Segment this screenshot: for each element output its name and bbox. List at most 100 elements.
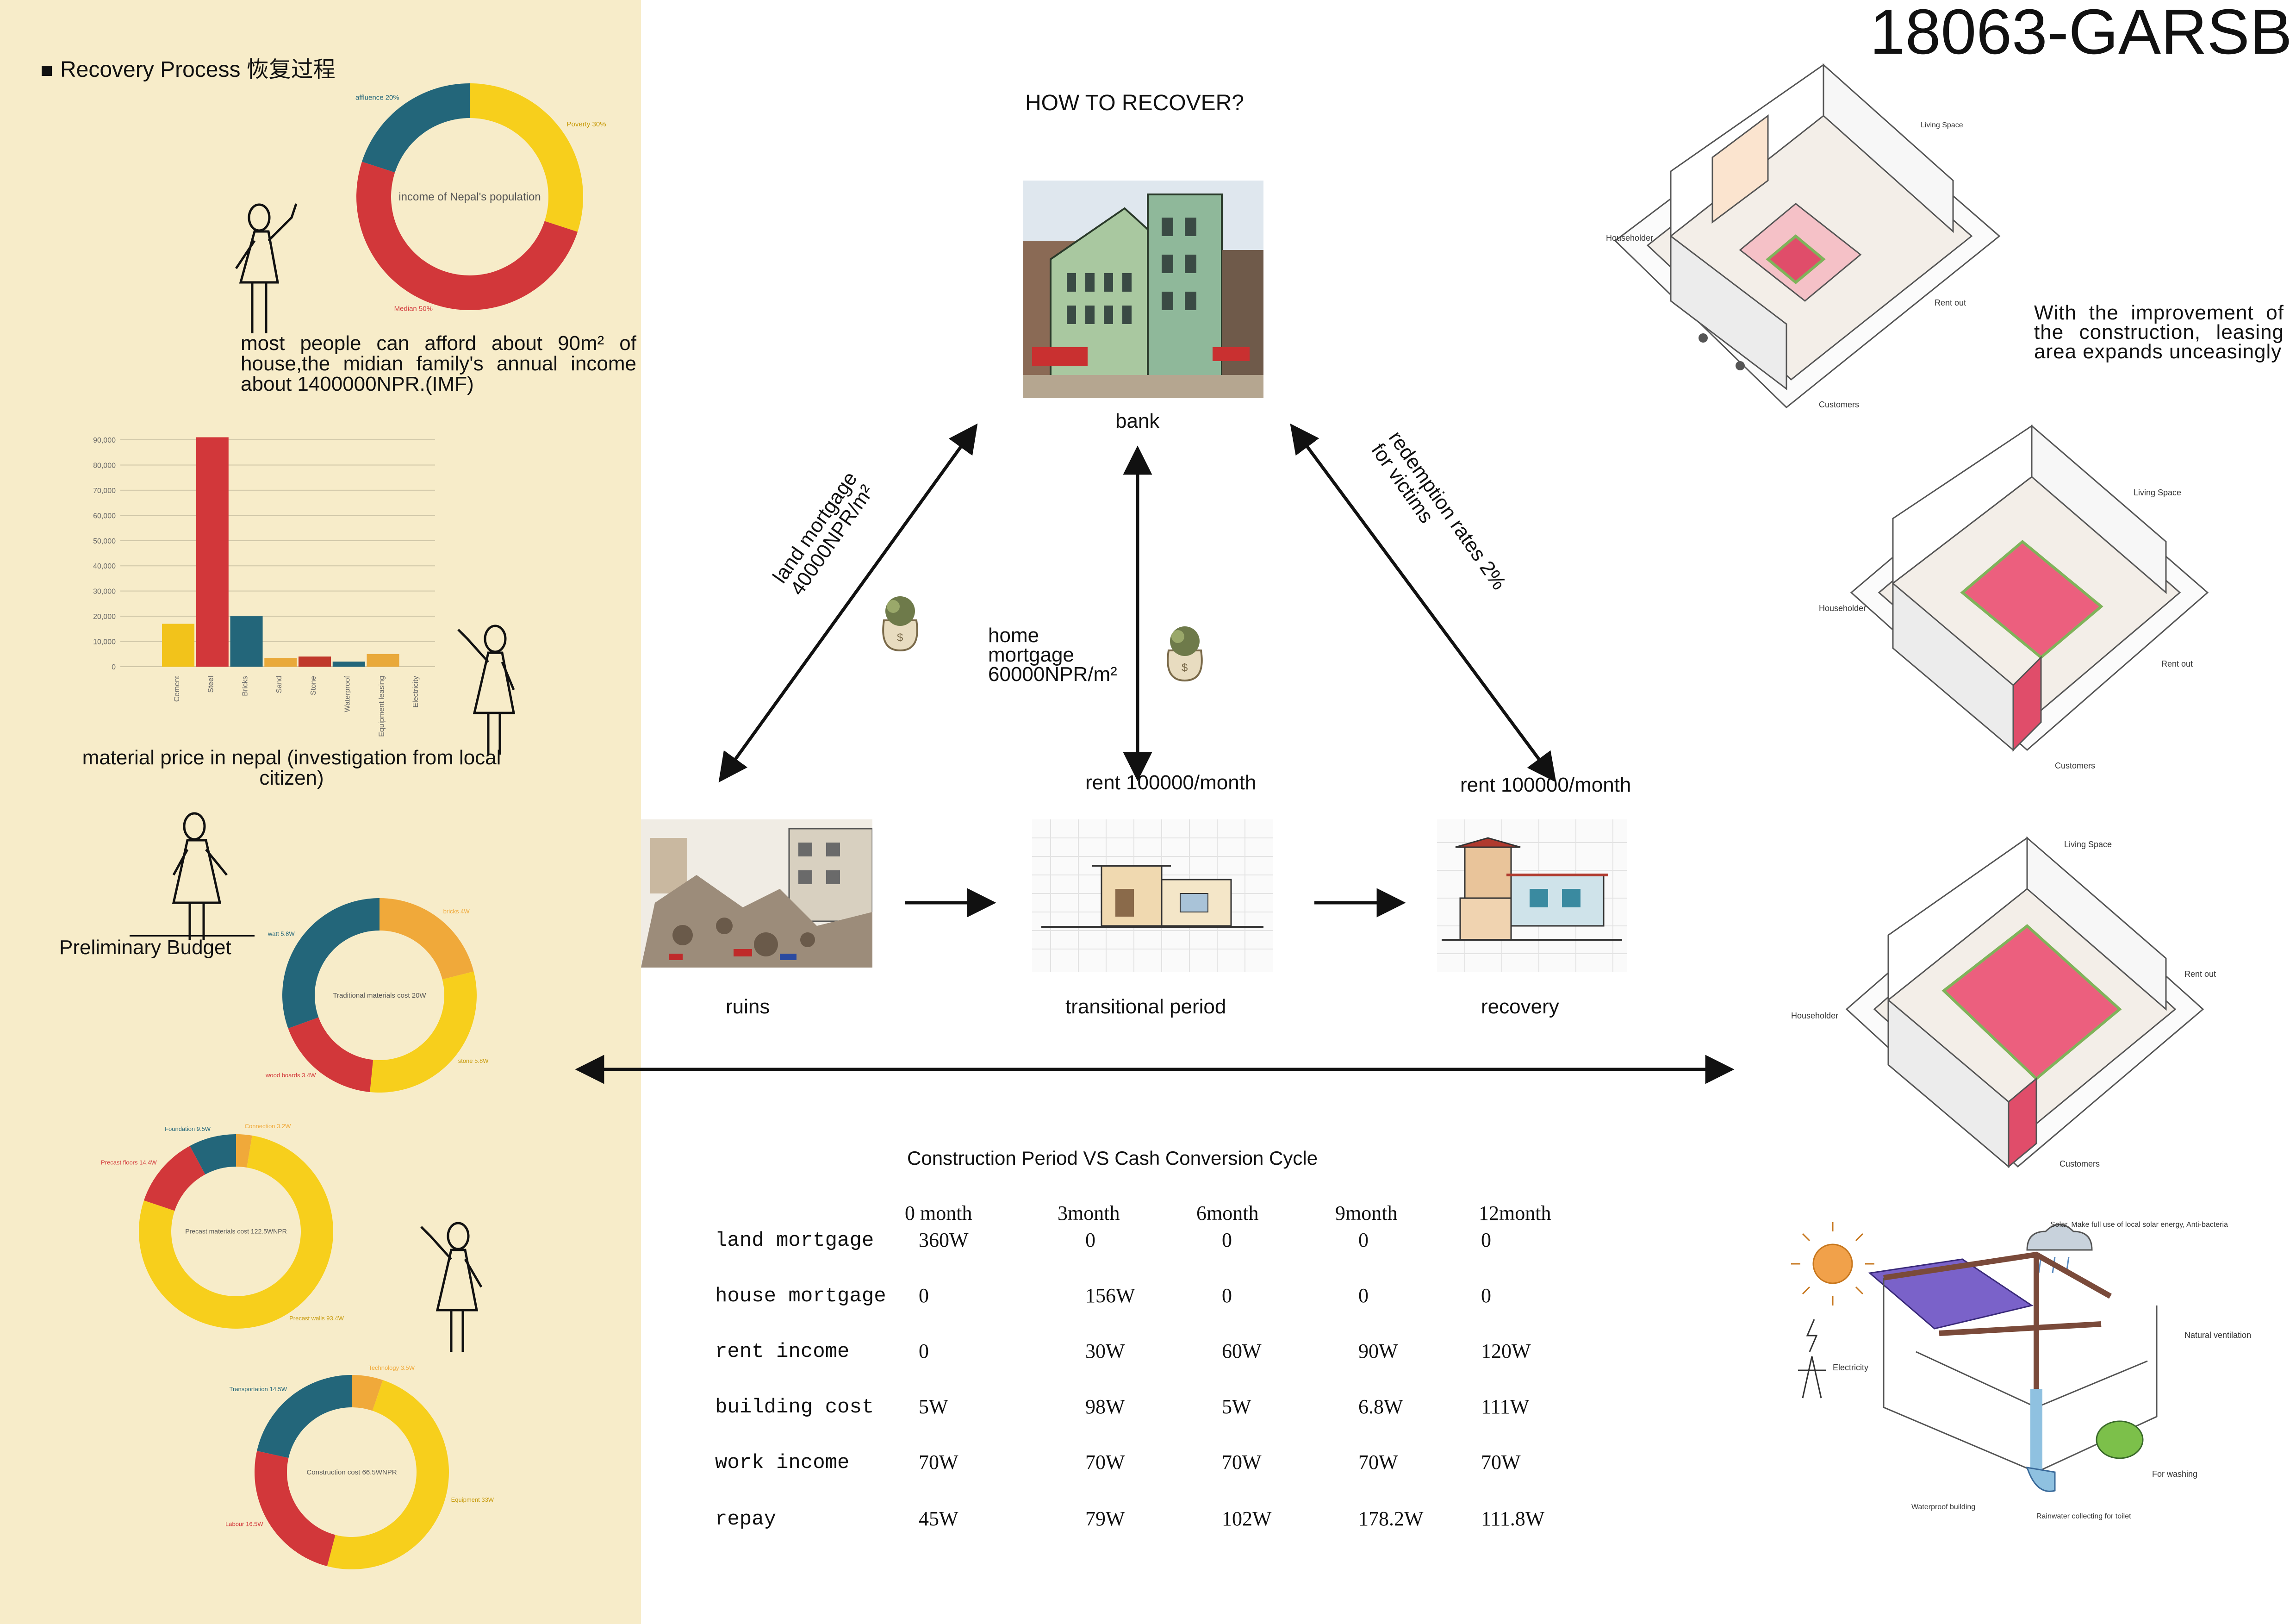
table-row-label: house mortgage (715, 1285, 886, 1308)
section-title: Recovery Process 恢复过程 (60, 57, 336, 82)
table-cell: 70W (919, 1451, 958, 1474)
home-mortgage-label: home mortgage 60000NPR/m² (988, 624, 1117, 686)
slice-label: Precast floors 14.4W (101, 1159, 157, 1166)
electricity-label: Electricity (1833, 1363, 1868, 1372)
donut-slice (356, 162, 578, 310)
donut-center-title: Traditional materials cost 20W (333, 992, 426, 999)
doc-id: 18063-GARSB (1870, 0, 2292, 68)
table-column-header: 0 month (905, 1202, 972, 1224)
table-cell: 70W (1085, 1451, 1125, 1474)
slice-label: Labour 16.5W (225, 1520, 263, 1527)
y-tick-label: 50,000 (93, 537, 116, 545)
table-column-header: 9month (1335, 1202, 1398, 1224)
table-cell: 111.8W (1481, 1507, 1545, 1530)
slice-label: affluence 20% (355, 94, 399, 101)
table-cell: 0 (1085, 1229, 1095, 1251)
y-tick-label: 70,000 (93, 487, 116, 495)
bank-label: bank (1115, 410, 1160, 432)
ruins-image (641, 819, 872, 968)
x-tick-label: Cement (173, 675, 181, 702)
customers-label: Customers (1819, 400, 1859, 409)
table-cell: 0 (1481, 1284, 1491, 1307)
table-cell: 5W (919, 1395, 948, 1418)
slice-label: Technology 3.5W (368, 1364, 415, 1371)
table-cell: 79W (1085, 1507, 1125, 1530)
y-tick-label: 0 (112, 663, 116, 671)
table-cell: 0 (919, 1340, 929, 1362)
table-cell: 0 (1222, 1229, 1232, 1251)
y-tick-label: 80,000 (93, 462, 116, 469)
table-cell: 30W (1085, 1340, 1125, 1362)
donut-slice (255, 1450, 336, 1567)
table-cell: 70W (1481, 1451, 1521, 1474)
donut-slice (380, 898, 474, 980)
table-row-label: rent income (715, 1340, 850, 1363)
table-row-label: work income (715, 1451, 850, 1474)
bar (230, 616, 263, 667)
donut-slice (139, 1135, 333, 1329)
isometric-diagram: Living Space Householder Rent out Custom… (1819, 424, 2209, 770)
slice-label: bricks 4W (443, 908, 470, 915)
householder-label: Householder (1791, 1011, 1838, 1020)
table-cell: 0 (919, 1284, 929, 1307)
svg-text:$: $ (1182, 662, 1188, 674)
y-tick-label: 40,000 (93, 562, 116, 570)
slice-label: wood boards 3.4W (265, 1072, 316, 1079)
donut-slice (470, 83, 583, 232)
washing-label: For washing (2152, 1469, 2197, 1479)
power-tower-icon (1798, 1356, 1826, 1399)
table-title: Construction Period VS Cash Conversion C… (907, 1147, 1318, 1169)
question-heading: HOW TO RECOVER? (1025, 91, 1244, 115)
rent-left-label: rent 100000/month (1085, 771, 1257, 794)
slice-label: stone 5.8W (458, 1057, 489, 1064)
x-tick-label: Waterproof (344, 675, 352, 712)
table-column-header: 6month (1196, 1202, 1259, 1224)
table-cell: 5W (1222, 1395, 1251, 1418)
money-bag-icon: $ (882, 596, 918, 652)
slice-label: Connection 3.2W (245, 1123, 291, 1130)
solar-label: Solar, Make full use of local solar ener… (2050, 1221, 2228, 1229)
bar (264, 657, 297, 667)
bar (367, 654, 399, 667)
donut-center-title: Precast materials cost 122.5WNPR (185, 1228, 286, 1235)
isometric-diagram: Living Space Householder Rent out Custom… (1791, 836, 2216, 1168)
y-tick-label: 30,000 (93, 588, 116, 596)
table-cell: 98W (1085, 1395, 1125, 1418)
table-cell: 0 (1222, 1284, 1232, 1307)
slice-label: Foundation 9.5W (165, 1125, 211, 1132)
table-cell: 102W (1222, 1507, 1272, 1530)
rent-out-label: Rent out (2161, 659, 2193, 668)
donut-slice (257, 1375, 352, 1458)
figure-illustration (172, 812, 228, 940)
living-space-label: Living Space (2134, 488, 2181, 497)
table-column-header: 3month (1058, 1202, 1120, 1224)
table-cell: 0 (1358, 1229, 1369, 1251)
stage-transitional-label: transitional period (1065, 995, 1226, 1018)
section-header: Recovery Process 恢复过程 (42, 51, 336, 83)
table-row-label: land mortgage (715, 1229, 874, 1252)
householder-label: Householder (1819, 604, 1866, 613)
donut-slice (282, 898, 380, 1029)
income-caption: most people can afford about 90m² of hou… (241, 332, 636, 395)
y-tick-label: 10,000 (93, 638, 116, 646)
rent-out-label: Rent out (1935, 298, 1966, 307)
precast-materials-donut: Connection 3.2W Precast walls 93.4W Precas… (101, 1123, 344, 1329)
svg-text:$: $ (897, 631, 903, 644)
slice-label: Transportation 14.5W (230, 1386, 287, 1393)
slice-label: Poverty 30% (567, 120, 606, 128)
bullet-icon (42, 66, 52, 76)
money-bag-icon: $ (1167, 626, 1203, 682)
rainwater-label: Rainwater collecting for toilet (2036, 1512, 2131, 1520)
x-tick-label: Electricity (412, 676, 420, 707)
table-column-header: 12month (1479, 1202, 1551, 1224)
table-cell: 6.8W (1358, 1395, 1403, 1418)
table-cell: 45W (919, 1507, 958, 1530)
table-row-label: building cost (715, 1396, 874, 1419)
slice-label: Precast walls 93.4W (289, 1315, 344, 1322)
isometric-diagram: Living Space Householder Rent out Custom… (1606, 63, 2001, 409)
material-caption: material price in nepal (investigation f… (82, 746, 501, 789)
y-tick-label: 90,000 (93, 437, 116, 444)
rent-right-label: rent 100000/month (1460, 774, 1631, 796)
